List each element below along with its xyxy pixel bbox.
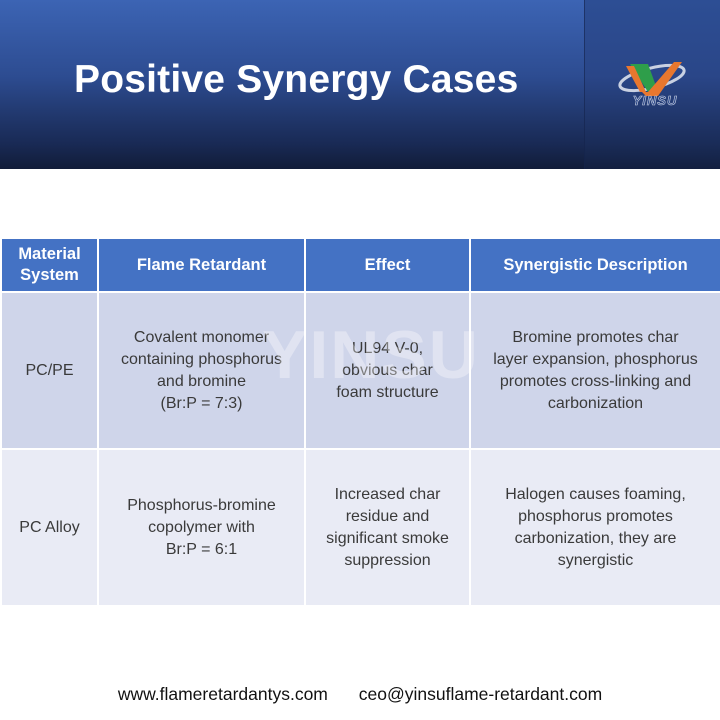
header-banner: Positive Synergy Cases YINSU xyxy=(0,0,720,169)
table-row: PC/PE Covalent monomer containing phosph… xyxy=(0,291,720,450)
cell-synergistic-description: Halogen causes foaming, phosphorus promo… xyxy=(469,448,720,607)
cell-synergistic-description: Bromine promotes char layer expansion, p… xyxy=(469,291,720,450)
cell-material-system: PC Alloy xyxy=(0,448,99,607)
cell-effect: UL94 V-0, obvious char foam structure xyxy=(304,291,471,450)
table-row: PC Alloy Phosphorus-bromine copolymer wi… xyxy=(0,448,720,607)
cell-flame-retardant: Phosphorus-bromine copolymer with Br:P =… xyxy=(97,448,306,607)
column-header-material-system: Material System xyxy=(0,237,99,293)
banner-title-panel xyxy=(0,0,584,169)
page-title: Positive Synergy Cases xyxy=(74,58,519,101)
cell-flame-retardant: Covalent monomer containing phosphorus a… xyxy=(97,291,306,450)
logo-text: YINSU xyxy=(632,93,678,109)
table-header-row: Material System Flame Retardant Effect S… xyxy=(0,237,720,293)
column-header-synergistic-description: Synergistic Description xyxy=(469,237,720,293)
email-link[interactable]: ceo@yinsuflame-retardant.com xyxy=(358,684,603,704)
synergy-cases-table: Material System Flame Retardant Effect S… xyxy=(0,237,720,607)
footer-contact: www.flameretardantys.com ceo@yinsuflame-… xyxy=(0,684,720,705)
yinsu-logo-icon xyxy=(618,62,686,96)
website-link[interactable]: www.flameretardantys.com xyxy=(117,684,328,704)
cell-material-system: PC/PE xyxy=(0,291,99,450)
cell-effect: Increased char residue and significant s… xyxy=(304,448,471,607)
column-header-flame-retardant: Flame Retardant xyxy=(97,237,306,293)
column-header-effect: Effect xyxy=(304,237,471,293)
